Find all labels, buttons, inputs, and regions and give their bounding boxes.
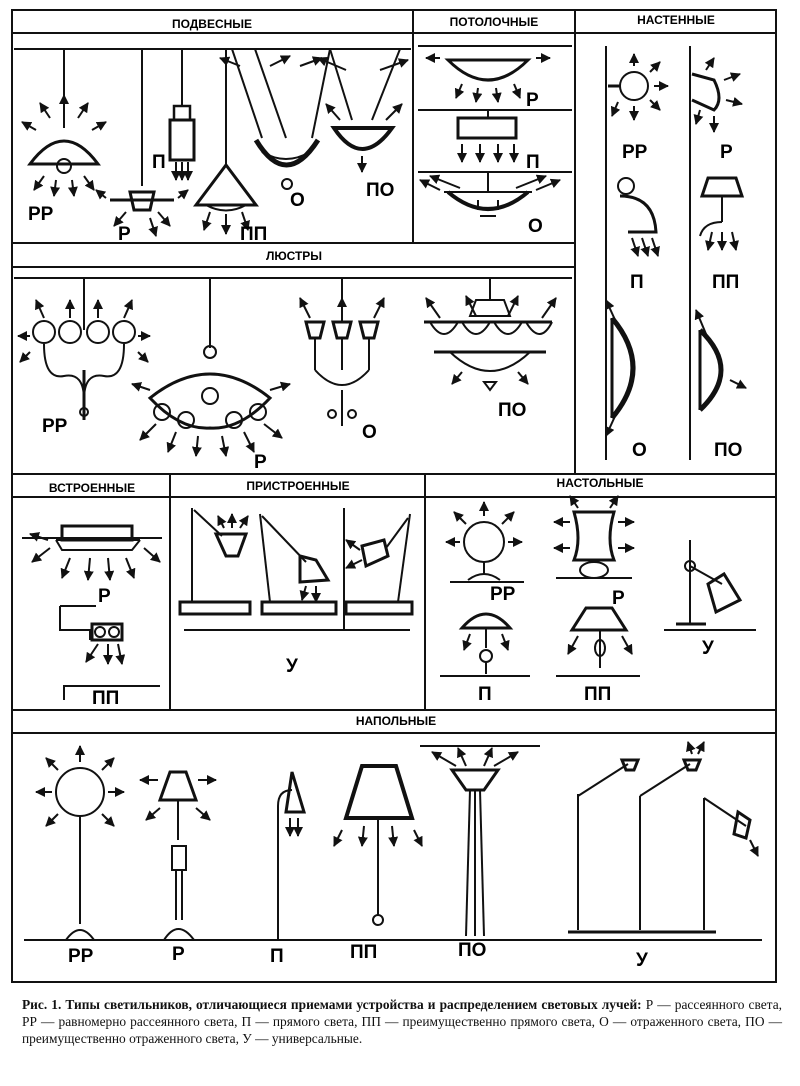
table-lamp-u-icon	[664, 540, 756, 631]
label-hanging-6: ПО	[366, 180, 394, 201]
hanging-lamp-rr-icon	[21, 49, 107, 197]
label-builtin-1: Р	[98, 586, 111, 607]
floor-lamp-u-icon	[568, 741, 759, 934]
ceiling-lamp-p-icon	[456, 110, 519, 163]
builtin-lamp-pp-icon	[59, 605, 160, 700]
label-floor-3: П	[270, 946, 284, 967]
label-hanging-2: Р	[118, 224, 131, 245]
ceiling-lamp-o-icon	[419, 172, 561, 217]
label-table-2: Р	[612, 588, 625, 609]
section-header-attached: ПРИСТРОЕННЫЕ	[246, 479, 349, 493]
chandelier-po-icon	[424, 278, 557, 392]
wall-lamp-p-icon	[617, 177, 660, 257]
builtin-lamp-r-icon	[22, 524, 162, 581]
caption-title: Рис. 1. Типы светильников, отличающиеся …	[22, 997, 642, 1012]
floor-lamp-pp-icon	[333, 764, 423, 926]
label-hanging-4: ПП	[240, 224, 267, 245]
section-header-ceiling: ПОТОЛОЧНЫЕ	[450, 15, 539, 29]
label-floor-5: ПО	[458, 940, 486, 961]
label-wall-3: П	[630, 272, 644, 293]
label-table-4: П	[478, 684, 492, 705]
label-wall-6: ПО	[714, 440, 742, 461]
section-header-hanging: ПОДВЕСНЫЕ	[172, 17, 252, 31]
hanging-lamp-o-icon	[219, 48, 331, 190]
grid-frame	[11, 9, 777, 983]
label-hanging-1: РР	[28, 204, 54, 225]
label-chandelier-1: РР	[42, 416, 68, 437]
section-header-builtin: ВСТРОЕННЫЕ	[49, 481, 135, 495]
label-ceiling-1: Р	[526, 90, 539, 111]
wall-lamp-r-icon	[691, 57, 743, 133]
label-hanging-3: П	[152, 152, 166, 173]
label-ceiling-2: П	[526, 152, 540, 173]
label-wall-5: О	[632, 440, 647, 461]
wall-lamp-po-icon	[694, 309, 747, 412]
floor-lamp-rr-icon	[35, 745, 125, 941]
label-wall-1: РР	[622, 142, 648, 163]
luminaire-types-figure: ПОДВЕСНЫЕ ПОТОЛОЧНЫЕ НАСТЕННЫЕ ЛЮСТРЫ ВС…	[11, 9, 777, 983]
attached-lamp-icon	[259, 513, 338, 616]
floor-lamp-po-icon	[420, 745, 540, 937]
hanging-lamp-p-icon	[168, 49, 196, 181]
hanging-lamp-pp-icon	[193, 49, 259, 235]
label-ceiling-3: О	[528, 216, 543, 237]
label-wall-4: ПП	[712, 272, 739, 293]
attached-lamp-icon	[178, 508, 410, 631]
wall-lamp-rr-icon	[608, 53, 669, 121]
label-floor-1: РР	[68, 946, 94, 967]
label-floor-4: ПП	[350, 942, 377, 963]
chandelier-o-icon	[299, 278, 385, 426]
chandelier-r-icon	[131, 278, 291, 457]
wall-lamp-o-icon	[605, 299, 636, 437]
floor-lamp-p-icon	[277, 771, 307, 940]
section-header-wall: НАСТЕННЫЕ	[637, 13, 715, 27]
floor-lamp-r-icon	[139, 770, 217, 941]
label-chandelier-3: О	[362, 422, 377, 443]
caption-body: Р — рассеянного света, РР — равномерно р…	[22, 997, 782, 1046]
label-hanging-5: О	[290, 190, 305, 211]
wall-lamp-pp-icon	[699, 176, 745, 251]
label-floor-2: Р	[172, 944, 185, 965]
section-header-chandeliers: ЛЮСТРЫ	[266, 249, 322, 263]
figure-caption: Рис. 1. Типы светильников, отличающиеся …	[22, 996, 782, 1047]
chandelier-rr-icon	[17, 278, 151, 420]
label-builtin-2: ПП	[92, 688, 119, 709]
table-lamp-r-icon	[553, 495, 635, 579]
table-lamp-p-icon	[440, 612, 530, 677]
hanging-lamp-r-icon	[95, 49, 189, 237]
label-table-3: У	[702, 638, 714, 659]
label-wall-2: Р	[720, 142, 733, 163]
table-lamp-pp-icon	[556, 606, 640, 677]
section-header-table: НАСТОЛЬНЫЕ	[557, 476, 644, 490]
table-lamp-rr-icon	[445, 501, 524, 583]
label-chandelier-4: ПО	[498, 400, 526, 421]
label-chandelier-2: Р	[254, 452, 267, 473]
label-attached-1: У	[286, 656, 298, 677]
label-table-5: ПП	[584, 684, 611, 705]
ceiling-lamp-r-icon	[425, 53, 551, 103]
attached-lamp-icon	[343, 508, 414, 630]
hanging-lamp-po-icon	[317, 48, 409, 173]
label-table-1: РР	[490, 584, 516, 605]
label-floor-6: У	[636, 950, 648, 971]
section-header-floor: НАПОЛЬНЫЕ	[356, 714, 436, 728]
